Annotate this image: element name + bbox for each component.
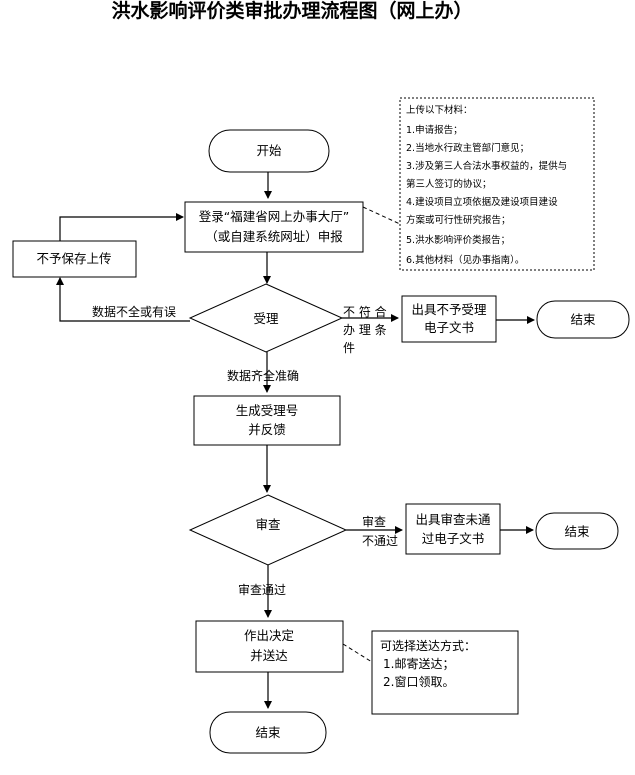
materials-item: 6.其他材料（见办事指南）。 [406,254,524,266]
edge-label-incomplete: 数据不全或有误 [92,304,176,319]
materials-item: 方案或可行性研究报告； [406,214,511,226]
generate-node: 生成受理号 并反馈 [193,395,341,446]
edge-label-review-fail-2: 不通过 [362,534,398,548]
accept-decision: 受理 [188,283,344,353]
decide-line1: 作出决定 [244,628,294,643]
page-title: 洪水影响评价类审批办理流程图（网上办） [111,0,472,22]
edge-labels: 数据不全或有误 不 符 合 办 理 条 件 数据齐全准确 审查 不通过 审查通过 [92,304,398,597]
edge-label-review-fail-1: 审查 [362,514,386,529]
generate-line2: 并反馈 [248,422,286,437]
arrow-nosave-to-login [59,213,184,241]
arrow-accept-to-nosave [56,277,190,322]
login-label-line2: （或自建系统网址）申报 [205,229,343,244]
no-accept-doc-line2: 电子文书 [424,320,474,335]
start-node: 开始 [208,129,330,173]
end-node-3: 结束 [209,711,327,754]
delivery-heading: 可选择送达方式： [380,638,476,653]
materials-item: 3.涉及第三人合法水事权益的，提供与 [406,160,567,172]
generate-line1: 生成受理号 [236,403,299,418]
accept-label: 受理 [253,311,279,326]
login-node: 登录“福建省网上办事大厅” （或自建系统网址）申报 [184,201,364,253]
end-label-3: 结束 [255,725,281,740]
materials-item: 第三人签订的协议； [406,178,492,190]
delivery-note: 可选择送达方式： 1.邮寄送达； 2.窗口领取。 [371,630,519,715]
fail-doc-line1: 出具审查未通 [415,512,491,527]
materials-item: 4.建设项目立项依据及建设项目建设 [406,196,558,208]
edge-label-not-meet-3: 件 [343,341,355,355]
fail-doc-node: 出具审查未通 过电子文书 [405,503,501,555]
delivery-item: 2.窗口领取。 [383,675,454,689]
decide-node: 作出决定 并送达 [195,620,344,673]
dashed-link-materials [362,206,401,225]
materials-note: 上传以下材料： 1.申请报告； 2.当地水行政主管部门意见； 3.涉及第三人合法… [399,97,595,271]
decide-line2: 并送达 [250,648,288,663]
delivery-item: 1.邮寄送达； [383,656,454,671]
materials-heading: 上传以下材料： [406,104,473,116]
no-accept-doc-line1: 出具不予受理 [411,302,487,317]
edge-label-not-meet-1: 不 符 合 [343,304,387,319]
end-node-1: 结束 [536,300,630,339]
edge-label-review-pass: 审查通过 [238,582,286,597]
materials-item: 5.洪水影响评价类报告； [406,234,510,246]
review-label: 审查 [255,517,281,532]
materials-item: 2.当地水行政主管部门意见； [406,142,529,154]
materials-item: 1.申请报告； [406,124,463,136]
no-accept-doc-node: 出具不予受理 电子文书 [401,295,497,343]
edge-label-complete: 数据齐全准确 [227,368,299,383]
no-save-node: 不予保存上传 [12,240,137,278]
fail-doc-line2: 过电子文书 [422,531,485,546]
end-node-2: 结束 [535,512,619,550]
dashed-link-delivery [342,643,373,663]
no-save-label: 不予保存上传 [36,251,111,266]
review-decision: 审查 [188,494,348,566]
start-label: 开始 [256,143,282,158]
connectors [56,172,535,709]
end-label-2: 结束 [564,524,590,539]
edge-label-not-meet-2: 办 理 条 [343,322,387,337]
login-label-line1: 登录“福建省网上办事大厅” [199,209,349,224]
end-label-1: 结束 [570,312,596,327]
